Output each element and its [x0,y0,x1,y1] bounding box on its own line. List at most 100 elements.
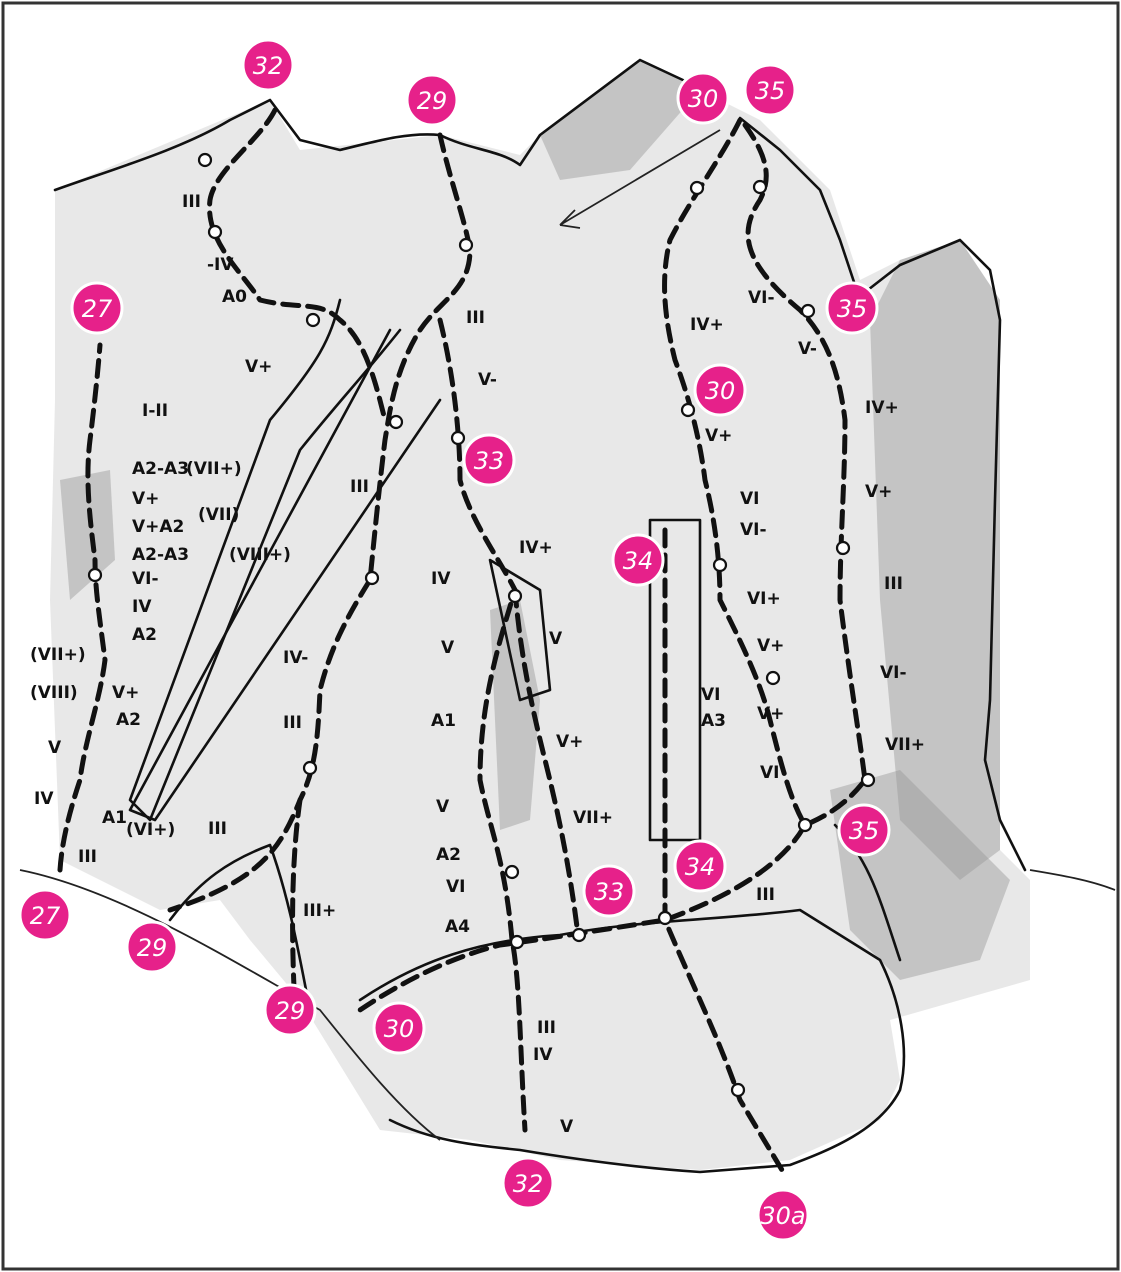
belay-station [509,590,521,602]
grade-r34-iii: III [756,885,775,905]
grade-r29-iii-low: III [208,819,227,839]
grade-r33-a4: A4 [445,917,470,937]
grade-r29-iii-plus: III+ [303,901,336,921]
grade-r30-vi-b: VI [760,763,779,783]
grade-r34-a3: A3 [701,711,726,731]
grade-r30-vi: VI [740,489,759,509]
badge-label: 33 [474,447,505,475]
grade-r32-v-low: V [560,1117,574,1137]
grade-r27-v-plus: V+ [132,489,159,509]
belay-station [682,404,694,416]
grade-r30-v-plus-b: V+ [757,636,784,656]
route-30a-base-badge: 30a [758,1190,808,1240]
grade-r29-iii-mid: III [283,713,302,733]
badge-label: 30a [760,1202,805,1230]
badge-label: 32 [253,52,284,80]
grade-r32-v-plus: V+ [245,357,272,377]
grade-r32-iv-low: IV [533,1045,553,1065]
belay-station [754,181,766,193]
grade-r29-iv-minus: IV- [283,648,308,668]
belay-station [659,912,671,924]
grade-r27-viii-plus: (VIII+) [229,545,291,565]
badge-label: 30 [688,85,719,113]
grade-r30-vi-plus: VI+ [747,589,781,609]
belay-station [691,182,703,194]
route-35-upper-badge: 35 [827,283,877,333]
grade-r29-v-minus: V- [478,370,497,390]
grade-r33-a2: A2 [436,845,461,865]
grade-r33-vi: VI [446,877,465,897]
route-32-top-badge: 32 [243,40,293,90]
grade-r33-v-left: V [441,638,455,658]
grade-r27-vi-plus: (VI+) [126,820,175,840]
grade-r27-v-plus-b: V+ [112,683,139,703]
badge-label: 35 [755,77,786,105]
scree-right [1030,870,1115,890]
route-29-base-right-badge: 29 [265,985,315,1035]
route-34-mid-badge: 34 [613,535,663,585]
badge-label: 29 [137,934,168,962]
grade-r30-v-plus-c: V+ [757,704,784,724]
grade-r27-vii: (VII) [198,505,239,525]
route-29-base-left-badge: 29 [127,922,177,972]
belay-station [304,762,316,774]
grade-r29-iii-top: III [466,308,485,328]
belay-station [714,559,726,571]
grade-r27-vii-plus-top: (VII+) [186,459,242,479]
grade-r33-vii-plus: VII+ [573,808,613,828]
grade-r27-viii: (VIII) [30,683,78,703]
belay-station [366,572,378,584]
grade-r27-a2a3: A2-A3 [132,459,189,479]
grade-r32-iv-minus: -IV [207,255,234,275]
belay-station [799,819,811,831]
grade-r27-v: V [48,738,62,758]
badge-label: 30 [705,377,736,405]
badge-label: 27 [30,902,61,930]
grade-r32-iii-low: III [537,1018,556,1038]
grade-r33-iv-plus: IV+ [519,538,553,558]
belay-station [307,314,319,326]
grade-ramp-iii: III [350,477,369,497]
route-27-top-badge: 27 [72,283,122,333]
belay-station [89,569,101,581]
badge-label: 35 [849,817,880,845]
route-35-top-badge: 35 [745,65,795,115]
grade-r30-v-plus: V+ [705,426,732,446]
belay-station [802,305,814,317]
belay-station [460,239,472,251]
grade-r34-vi: VI [701,685,720,705]
grade-r32-iii: III [182,192,201,212]
belay-station [452,432,464,444]
grade-r33-a1: A1 [431,711,456,731]
grade-r35-iv-plus: IV+ [865,398,899,418]
belay-station [767,672,779,684]
badge-label: 29 [417,87,448,115]
grade-r27-v-plus-a2: V+A2 [132,517,184,537]
belay-station [390,416,402,428]
route-33-base-badge: 33 [584,866,634,916]
belay-station [862,774,874,786]
grade-r27-vii-plus: (VII+) [30,645,86,665]
badge-label: 32 [513,1170,544,1198]
grade-r27-iv-b: IV [34,789,54,809]
grade-r27-i-ii: I-II [142,401,168,421]
belay-station [209,226,221,238]
badge-label: 33 [594,878,625,906]
grade-r27-a2-b: A2 [116,710,141,730]
route-29-top-badge: 29 [407,75,457,125]
badge-label: 29 [275,997,306,1025]
grade-r35-vi-minus-top: VI- [748,288,775,308]
grade-r27-a2: A2 [132,625,157,645]
route-27-base-badge: 27 [20,890,70,940]
route-30-mid-badge: 30 [695,365,745,415]
grade-r33-iv: IV [431,569,451,589]
belay-station [837,542,849,554]
badge-label: 34 [685,853,716,881]
grade-r27-vi-minus: VI- [132,569,159,589]
grade-r35-iii: III [884,574,903,594]
belay-station [511,936,523,948]
belay-station [199,154,211,166]
grade-r27-iv: IV [132,597,152,617]
badge-label: 30 [384,1015,415,1043]
